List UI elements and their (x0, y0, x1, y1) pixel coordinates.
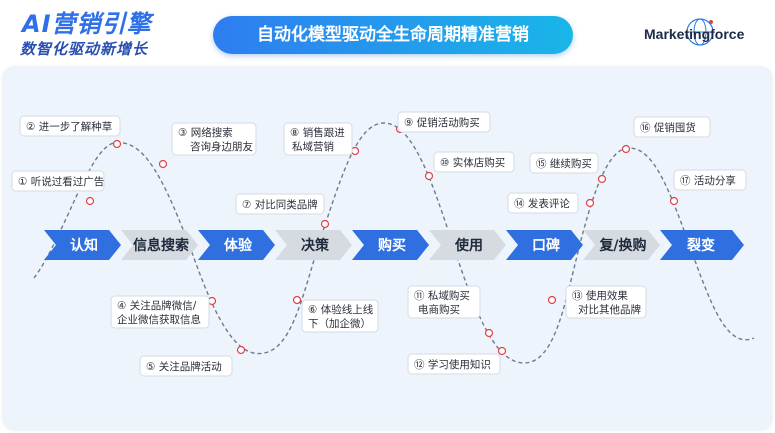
svg-text:⑪ 私域购买: ⑪ 私域购买 (414, 289, 470, 302)
stage-arrow-8: 复/换购 (583, 230, 660, 260)
page-title-banner: 自动化模型驱动全生命周期精准营销 (213, 16, 573, 54)
svg-text:⑧ 销售跟进: ⑧ 销售跟进 (290, 126, 345, 139)
svg-text:⑤ 关注品牌活动: ⑤ 关注品牌活动 (146, 360, 222, 373)
svg-text:③ 网络搜索: ③ 网络搜索 (178, 126, 233, 139)
touchpoint-17: ⑰ 活动分享 (673, 169, 747, 191)
touchpoint-12: ⑫ 学习使用知识 (407, 353, 501, 375)
svg-text:⑦ 对比同类品牌: ⑦ 对比同类品牌 (242, 198, 318, 211)
diagram-panel: 认知 信息搜索 体验 决策 购买 使用 口碑 复/换购 (4, 68, 771, 429)
touchpoint-9: ⑨ 促销活动购买 (397, 111, 491, 133)
touchpoint-6: ⑥ 体验线上线 下（加企微） (301, 299, 379, 333)
marketingforce-logo: Marketingforce (640, 14, 765, 54)
stage-arrow-9: 裂变 (660, 230, 744, 260)
touchpoint-5: ⑤ 关注品牌活动 (139, 355, 233, 377)
svg-text:⑥ 体验线上线: ⑥ 体验线上线 (308, 303, 374, 316)
stage-arrow-1: 认知 (44, 230, 121, 260)
svg-text:⑯ 促销囤货: ⑯ 促销囤货 (640, 121, 696, 134)
stage-label: 体验 (224, 237, 253, 254)
svg-text:⑮ 继续购买: ⑮ 继续购买 (536, 157, 592, 170)
stage-arrow-2: 信息搜索 (121, 230, 198, 260)
header: AI营销引擎 数智化驱动新增长 自动化模型驱动全生命周期精准营销 Marketi… (0, 0, 775, 68)
svg-text:电商购买: 电商购买 (418, 303, 460, 316)
brand-title: AI营销引擎 (22, 10, 152, 38)
touchpoint-8: ⑧ 销售跟进 私域营销 (283, 122, 353, 156)
svg-text:④ 关注品牌微信/: ④ 关注品牌微信/ (117, 299, 197, 312)
stage-arrow-6: 使用 (429, 230, 506, 260)
svg-text:⑫ 学习使用知识: ⑫ 学习使用知识 (414, 358, 491, 371)
svg-text:① 听说过看过广告: ① 听说过看过广告 (18, 175, 104, 188)
customer-journey-diagram: 认知 信息搜索 体验 决策 购买 使用 口碑 复/换购 (11, 111, 755, 377)
stage-label: 决策 (301, 237, 330, 254)
svg-text:⑨ 促销活动购买: ⑨ 促销活动购买 (404, 116, 480, 129)
svg-text:下（加企微）: 下（加企微） (308, 317, 371, 330)
touchpoint-13: ⑬ 使用效果 对比其他品牌 (565, 285, 647, 319)
stage-label: 复/换购 (598, 237, 646, 254)
page-title: 自动化模型驱动全生命周期精准营销 (257, 25, 529, 45)
stage-label: 认知 (70, 237, 98, 254)
touchpoint-4: ④ 关注品牌微信/ 企业微信获取信息 (110, 295, 210, 329)
svg-text:私域营销: 私域营销 (292, 140, 334, 153)
svg-text:咨询身边朋友: 咨询身边朋友 (190, 140, 253, 153)
svg-text:对比其他品牌: 对比其他品牌 (578, 303, 641, 316)
svg-text:⑭ 发表评论: ⑭ 发表评论 (514, 197, 570, 210)
stage-arrow-3: 体验 (198, 230, 275, 260)
svg-text:⑰ 活动分享: ⑰ 活动分享 (680, 174, 736, 187)
stage-arrow-5: 购买 (352, 230, 429, 260)
stage-label: 信息搜索 (133, 237, 189, 254)
touchpoint-10: ⑩ 实体店购买 (433, 151, 515, 173)
logo-text: Marketingforce (644, 26, 745, 42)
stage-label: 购买 (378, 237, 406, 254)
stage-arrow-7: 口碑 (506, 230, 583, 260)
touchpoint-14: ⑭ 发表评论 (507, 192, 579, 214)
svg-text:② 进一步了解种草: ② 进一步了解种草 (26, 120, 112, 133)
touchpoint-15: ⑮ 继续购买 (529, 152, 599, 174)
svg-text:⑬ 使用效果: ⑬ 使用效果 (572, 289, 628, 302)
svg-text:企业微信获取信息: 企业微信获取信息 (117, 313, 201, 326)
touchpoint-11: ⑪ 私域购买 电商购买 (407, 285, 481, 319)
stage-label: 裂变 (686, 237, 715, 254)
svg-text:⑩ 实体店购买: ⑩ 实体店购买 (440, 156, 505, 169)
touchpoint-dots (85, 124, 679, 356)
touchpoint-7: ⑦ 对比同类品牌 (235, 193, 325, 215)
brand-subtitle: 数智化驱动新增长 (20, 40, 149, 58)
stage-arrow-4: 决策 (275, 230, 352, 260)
touchpoint-1: ① 听说过看过广告 (11, 170, 105, 192)
touchpoint-16: ⑯ 促销囤货 (633, 116, 711, 138)
touchpoint-2: ② 进一步了解种草 (19, 115, 121, 137)
stage-label: 使用 (454, 237, 483, 254)
globe-icon (686, 18, 714, 46)
stage-label: 口碑 (532, 237, 560, 254)
touchpoint-3: ③ 网络搜索 咨询身边朋友 (171, 122, 257, 156)
